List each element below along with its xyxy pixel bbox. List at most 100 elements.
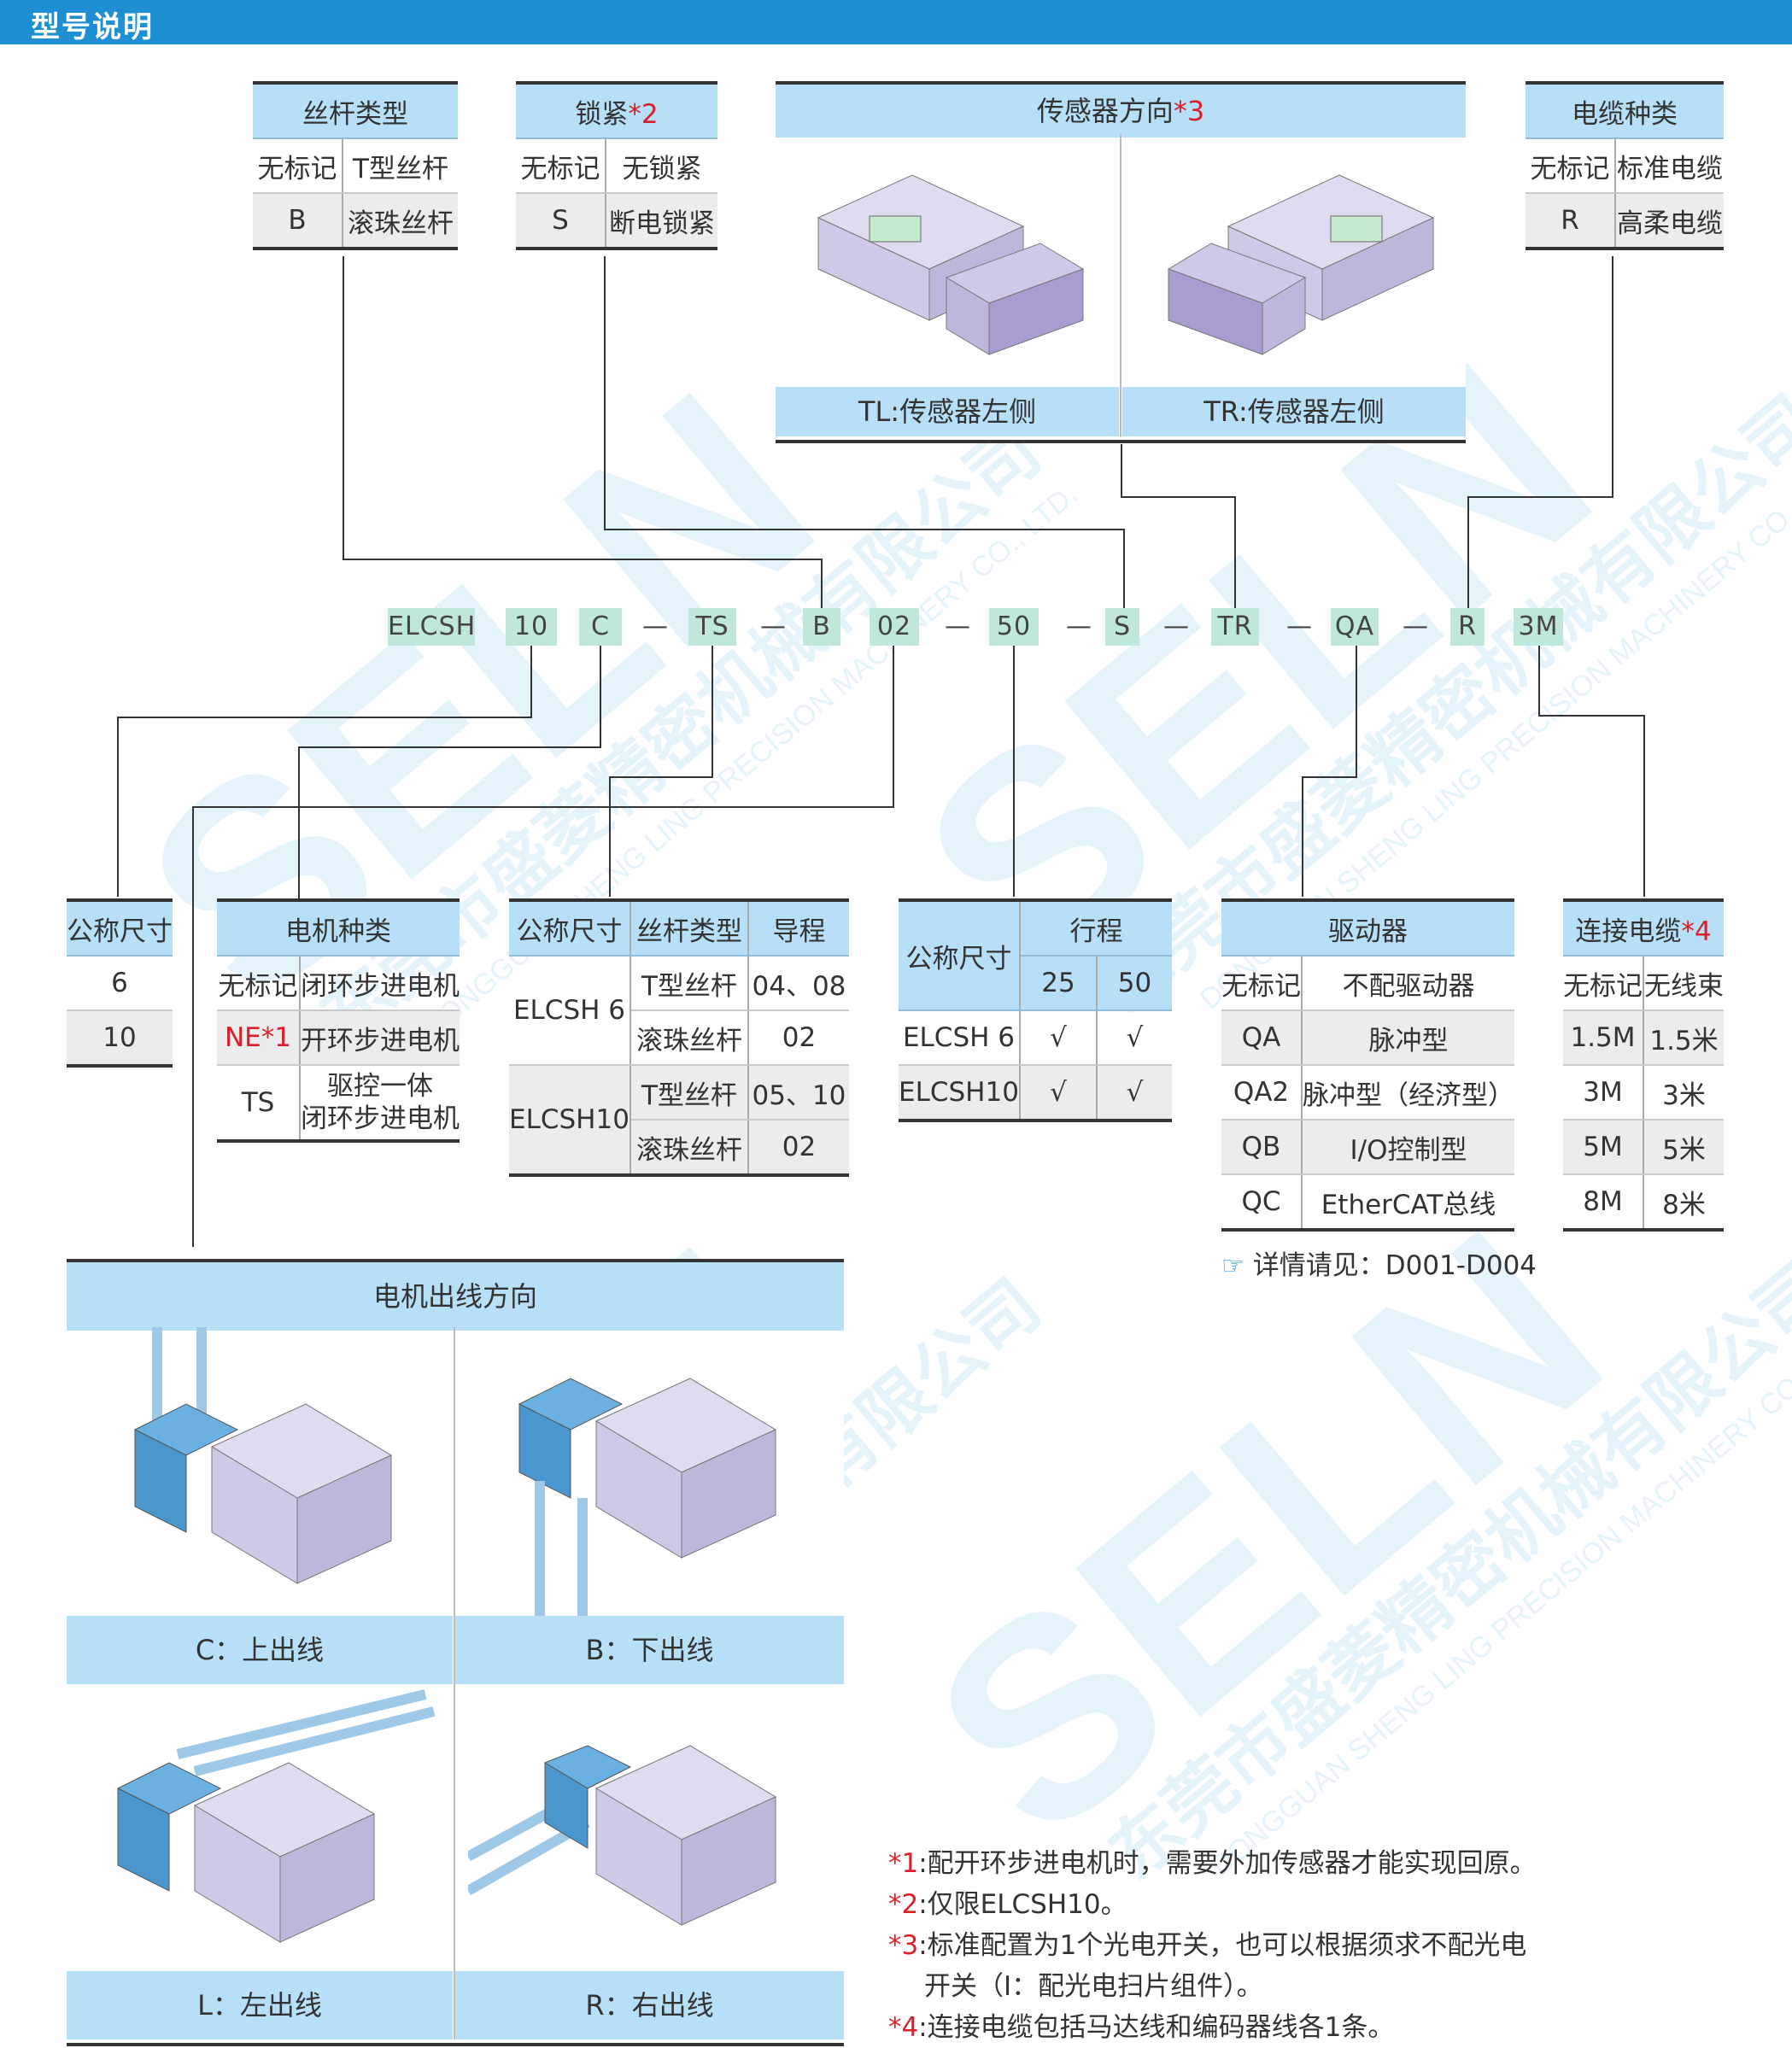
conn-title: 连接电缆*4	[1563, 898, 1724, 957]
cell: √	[1019, 1010, 1098, 1066]
cell: I/O控制型	[1302, 1120, 1514, 1175]
sensor-right-caption: TR:传感器左侧	[1122, 387, 1466, 436]
lead-h1: 公称尺寸	[509, 898, 631, 957]
cell: 无标记	[516, 138, 606, 194]
cell: QA	[1221, 1010, 1303, 1066]
cell: 8M	[1563, 1174, 1644, 1232]
code-lead: 02	[870, 608, 919, 646]
conn-mark: *4	[1681, 916, 1712, 947]
cell: 滚珠丝杆	[630, 1010, 749, 1066]
footnotes: *1:配开环步进电机时，需要外加传感器才能实现回原。 *2:仅限ELCSH10。…	[888, 1843, 1760, 2048]
dash: —	[1403, 611, 1428, 641]
cell: 3M	[1563, 1065, 1644, 1121]
outlet-l-illustration	[116, 1689, 436, 1943]
cable-type-title: 电缆种类	[1526, 81, 1724, 139]
motor-title: 电机种类	[217, 898, 460, 957]
footnote-mark: *1	[888, 1848, 919, 1879]
cell: √	[1097, 1010, 1172, 1066]
cell: 1.5M	[1563, 1010, 1644, 1066]
sensor-right-illustration	[1167, 174, 1435, 355]
ne-mark: *1	[261, 1022, 291, 1053]
lock-title-text: 锁紧	[575, 98, 629, 130]
cell: 无锁紧	[606, 138, 717, 194]
cell: ELCSH 6	[899, 1010, 1021, 1066]
cell: 无标记	[1221, 956, 1303, 1011]
cell: 5M	[1563, 1120, 1644, 1175]
cell: 1.5米	[1643, 1010, 1724, 1066]
code-cable-length: 3M	[1514, 608, 1563, 646]
outlet-r-illustration	[468, 1745, 777, 1926]
footnote-mark: *2	[888, 1889, 919, 1920]
footnote-text: :仅限ELCSH10。	[918, 1889, 1127, 1920]
footnote-mark: *4	[888, 2012, 919, 2043]
lock-mark: *2	[628, 98, 659, 130]
cell: 04、08	[747, 956, 849, 1011]
cell: ELCSH10	[899, 1065, 1021, 1122]
cell: ELCSH 6	[509, 956, 631, 1066]
footnote-4: *4:连接电缆包括马达线和编码器线各1条。	[888, 2007, 1760, 2048]
cell: 无标记	[1563, 956, 1644, 1011]
cell: 断电锁紧	[606, 193, 717, 250]
cell: R	[1526, 193, 1616, 250]
lead-h2: 丝杆类型	[630, 898, 749, 957]
dash: —	[1163, 611, 1189, 641]
cell: QC	[1221, 1174, 1303, 1232]
cell: 脉冲型（经济型）	[1302, 1065, 1514, 1121]
cell: T型丝杆	[630, 1065, 749, 1121]
cell: 闭环步进电机	[300, 956, 460, 1011]
stroke-50: 50	[1097, 956, 1172, 1011]
sensor-direction-panel: 传感器方向*3 TL:传感器左侧 TR:传感器左侧	[776, 81, 1466, 443]
cell: 10	[67, 1010, 173, 1068]
footnote-1: *1:配开环步进电机时，需要外加传感器才能实现回原。	[888, 1843, 1760, 1884]
motor-outlet-panel: 电机出线方向 C：上出线 B：下出线 L：左出线 R：右出线	[67, 1259, 844, 2046]
outlet-b-caption: B：下出线	[455, 1616, 844, 1684]
outlet-b-illustration	[518, 1378, 777, 1618]
driver-title: 驱动器	[1221, 898, 1514, 957]
cell: 无线束	[1643, 956, 1724, 1011]
cell: 02	[747, 1010, 849, 1066]
footnote-text: :连接电缆包括马达线和编码器线各1条。	[918, 2012, 1395, 2043]
cell: EtherCAT总线	[1302, 1174, 1514, 1232]
cell: √	[1019, 1065, 1098, 1122]
cell: 高柔电缆	[1615, 193, 1724, 250]
code-lock: S	[1105, 608, 1139, 646]
footnote-text: :配开环步进电机时，需要外加传感器才能实现回原。	[918, 1848, 1537, 1879]
cell: 无标记	[217, 956, 301, 1011]
sensor-mark: *3	[1173, 95, 1205, 127]
dash: —	[1286, 611, 1312, 641]
nominal-size-table: 公称尺寸 6 10	[67, 898, 173, 1068]
sensor-left-caption: TL:传感器左侧	[776, 387, 1119, 436]
cell: 05、10	[747, 1065, 849, 1121]
dash: —	[1066, 611, 1092, 641]
section-title: 型号说明	[31, 10, 154, 44]
hand-pointer-icon: ☞	[1221, 1251, 1244, 1281]
footnote-mark: *3	[888, 1930, 919, 1961]
code-elcsh: ELCSH	[388, 608, 475, 646]
footnote-2: *2:仅限ELCSH10。	[888, 1884, 1760, 1925]
sensor-direction-title: 传感器方向*3	[776, 81, 1466, 138]
cell: 开环步进电机	[300, 1010, 460, 1066]
cell: NE*1	[217, 1010, 301, 1066]
footnote-text: 开关（I：配光电扫片组件）。	[924, 1971, 1263, 2002]
cell-line: 闭环步进电机	[301, 1103, 460, 1134]
cell: QB	[1221, 1120, 1303, 1175]
section-header: 型号说明	[0, 0, 1792, 44]
outlet-l-caption: L：左出线	[67, 1971, 453, 2039]
lock-title: 锁紧*2	[516, 81, 717, 139]
sensor-left-illustration	[817, 174, 1085, 355]
outlet-c-illustration	[133, 1327, 393, 1584]
nominal-title: 公称尺寸	[67, 898, 173, 957]
footnote-text: :标准配置为1个光电开关，也可以根据须求不配光电	[918, 1930, 1527, 1961]
code-cable-type: R	[1450, 608, 1485, 646]
driver-reference: ☞ 详情请见：D001-D004	[1221, 1243, 1537, 1282]
cell: QA2	[1221, 1065, 1303, 1121]
code-size: 10	[506, 608, 557, 646]
code-driver: QA	[1331, 608, 1379, 646]
cell: 脉冲型	[1302, 1010, 1514, 1066]
